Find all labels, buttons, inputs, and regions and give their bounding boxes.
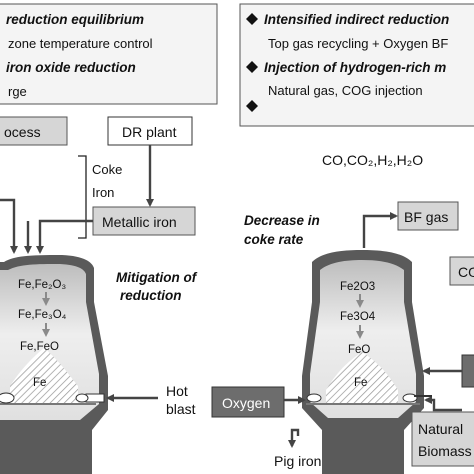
right-zone-4: Fe [354, 377, 367, 389]
natural-box [411, 411, 474, 467]
right-zone-2: Fe3O4 [340, 311, 376, 323]
tr-line2: Top gas recycling + Oxygen BF [268, 36, 448, 51]
dr-plant-label: DR plant [122, 124, 177, 140]
top-left-panel: reduction equilibrium zone temperature c… [0, 3, 218, 105]
top-right-panel: Intensified indirect reduction Top gas r… [239, 3, 474, 127]
coke-label: Coke [92, 162, 122, 177]
hot-blast-line2: blast [166, 401, 196, 417]
tr-line1: Intensified indirect reduction [264, 12, 449, 27]
oxygen-label: Oxygen [222, 395, 270, 411]
dr-plant-box [107, 116, 193, 146]
right-zone-1: Fe2O3 [340, 281, 375, 293]
right-edge-box [461, 354, 474, 388]
diamond-bullet-icon [246, 13, 258, 25]
bf-gas-box [397, 201, 459, 231]
natural-arrow [424, 396, 462, 412]
top-left-panel-box [0, 3, 218, 105]
pig-iron-arrow [288, 428, 300, 448]
left-zone-4: Fe [33, 377, 46, 389]
natural-line2: Biomass [418, 443, 472, 459]
top-right-panel-box [239, 3, 474, 127]
bf-gas-arrow [362, 212, 398, 248]
hot-blast-line1: Hot [166, 383, 188, 399]
right-zone-3: FeO [348, 344, 370, 356]
left-diagram: ocess DR plant Metallic iron Coke Iron F… [0, 116, 198, 474]
tl-line1: reduction equilibrium [6, 12, 144, 27]
diamond-bullet-icon [246, 100, 258, 112]
mitigation-line2: reduction [120, 288, 182, 303]
tl-line4: rge [8, 84, 27, 99]
metallic-iron-box [92, 206, 196, 236]
left-coke-pile [10, 348, 78, 404]
left-zone-1: Fe,Fe₂O₃ [18, 279, 66, 291]
tl-line3: iron oxide reduction [6, 60, 136, 75]
pig-iron-label: Pig iron [274, 453, 321, 469]
left-zone-3: Fe,FeO [20, 341, 59, 353]
mitigation-line1: Mitigation of [116, 270, 198, 285]
bf-gas-label: BF gas [404, 209, 448, 225]
oxygen-box [211, 386, 285, 418]
co-box [449, 256, 474, 286]
co-label: CO [458, 264, 474, 280]
coke-iron-bracket [78, 155, 87, 239]
left-zone-2: Fe,Fe₃O₄ [18, 309, 67, 321]
decrease-line2: coke rate [244, 232, 304, 247]
right-coke-pile [326, 352, 398, 404]
metallic-iron-label: Metallic iron [102, 214, 177, 230]
tr-line3: Injection of hydrogen-rich m [264, 60, 446, 75]
natural-line1: Natural [418, 421, 463, 437]
iron-label: Iron [92, 185, 114, 200]
decrease-line1: Decrease in [244, 213, 320, 228]
right-diagram: CO,CO₂,H₂,H₂O BF gas Decrease in coke ra… [211, 152, 474, 474]
process-arrow [0, 198, 18, 254]
diamond-bullet-icon [246, 61, 258, 73]
top-gas-label: CO,CO₂,H₂,H₂O [322, 152, 423, 168]
tr-line4: Natural gas, COG injection [268, 83, 423, 98]
left-tuyere [85, 393, 105, 403]
tl-line2: zone temperature control [8, 36, 153, 51]
metallic-iron-arrow [36, 219, 93, 254]
process-box [0, 116, 68, 146]
process-label: ocess [4, 124, 41, 140]
